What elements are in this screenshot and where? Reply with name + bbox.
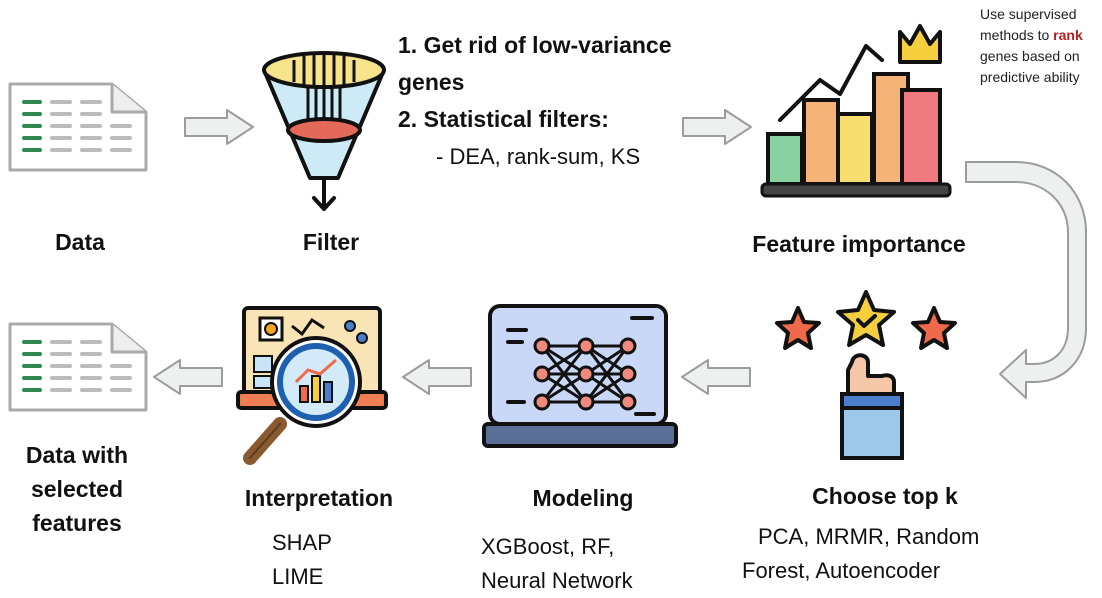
note-rank-highlight: rank [1053,27,1083,43]
filter-step-1-cont: genes [398,69,465,95]
methods-line-1: SHAP [272,530,332,555]
bar-chart-crown-icon [760,24,952,198]
spreadsheet-icon [8,82,148,172]
data-selected-label: Data with selected features [4,438,150,540]
u-turn-arrow-icon [965,161,1087,399]
right-arrow-icon [184,109,254,145]
choose-top-k-label: Choose top k [812,483,958,509]
choose-top-k-methods: PCA, MRMR, Random Forest, Autoencoder [742,520,1042,588]
feature-importance-note: Use supervised methods to rank genes bas… [980,4,1098,88]
filter-step-1: 1. Get rid of low-variance [398,32,672,58]
magnifier-dashboard-icon [236,306,388,465]
filter-label: Filter [302,229,360,255]
label-line-2: selected [30,476,124,502]
modeling-methods: XGBoost, RF, Neural Network [481,530,681,598]
label-line-3: features [32,510,122,536]
laptop-neural-network-icon [482,304,678,448]
filter-steps: 1. Get rid of low-variance genes 2. Stat… [398,27,718,175]
filter-step-2: 2. Statistical filters: [398,106,609,132]
stars-thumbs-up-icon [775,290,957,460]
right-arrow-icon [682,109,752,145]
feature-importance-label: Feature importance [752,231,966,257]
methods-line-1: XGBoost, RF, [481,534,615,559]
funnel-filter-icon [262,51,386,211]
methods-line-2: Neural Network [481,568,633,594]
methods-line-2: Forest, Autoencoder [742,558,941,584]
note-text-after: genes based on predictive ability [980,48,1080,85]
label-line-1: Data with [25,442,129,468]
left-arrow-icon [402,359,472,395]
spreadsheet-icon [8,322,148,412]
methods-line-2: LIME [272,564,324,590]
left-arrow-icon [153,359,223,395]
left-arrow-icon [681,359,751,395]
methods-line-1: PCA, MRMR, Random [758,524,980,549]
interpretation-label: Interpretation [244,485,394,511]
interpretation-methods: SHAP LIME [272,526,372,594]
data-label: Data [55,229,105,255]
note-text-before: Use supervised methods to [980,6,1077,43]
modeling-label: Modeling [532,485,634,511]
filter-step-2-methods: - DEA, rank-sum, KS [436,144,641,169]
